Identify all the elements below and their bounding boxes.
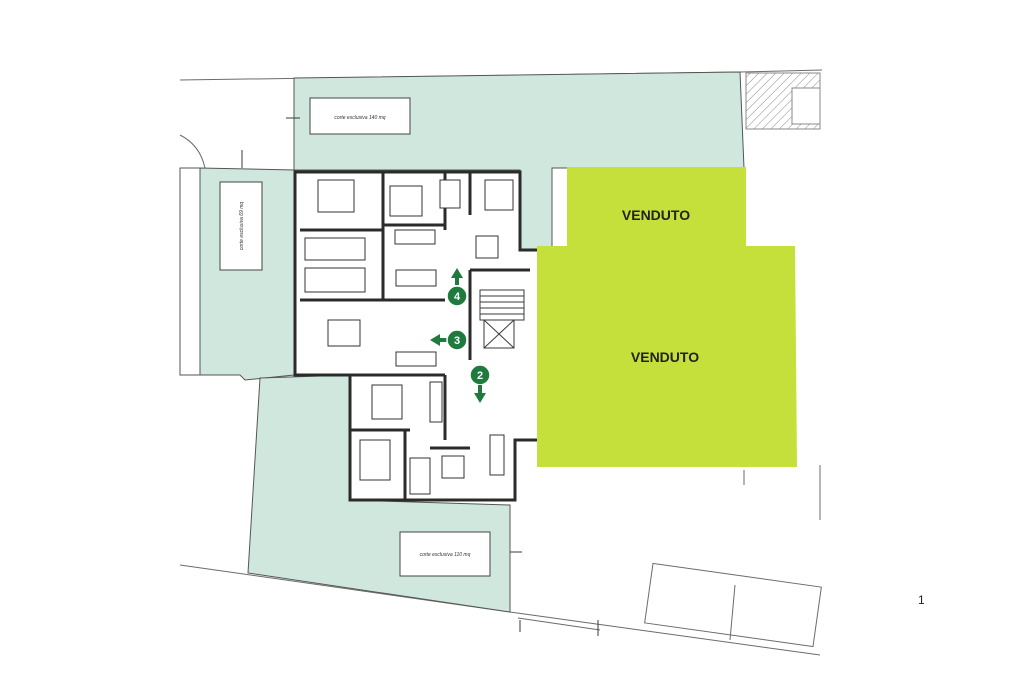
marker-4-label: 4 (454, 291, 461, 303)
courtyard-label-140: corte esclusiva 140 mq (309, 97, 411, 135)
courtyard-140-text: corte esclusiva 140 mq (334, 115, 385, 121)
courtyard-110-text: corte esclusiva 110 mq (420, 552, 471, 558)
marker-4[interactable]: 4 (446, 268, 468, 307)
courtyard-69-text: corte esclusiva 69 mq (239, 202, 245, 251)
hatched-area (745, 72, 821, 130)
sold-label-upper: VENDUTO (622, 207, 690, 223)
sold-unit-lower: VENDUTO (537, 246, 797, 467)
marker-3-label: 3 (454, 335, 460, 347)
marker-2-label: 2 (477, 370, 483, 382)
furniture (304, 179, 525, 495)
courtyard-label-110: corte esclusiva 110 mq (399, 531, 491, 577)
courtyard-label-69: corte esclusiva 69 mq (219, 181, 263, 271)
marker-2[interactable]: 2 (469, 364, 491, 403)
dimension-marks (241, 117, 599, 636)
sold-label-lower: VENDUTO (631, 349, 699, 365)
sold-unit-upper: VENDUTO (567, 167, 746, 246)
building-walls (293, 170, 542, 502)
marker-3[interactable]: 3 (430, 329, 468, 351)
page-number: 1 (918, 593, 925, 607)
